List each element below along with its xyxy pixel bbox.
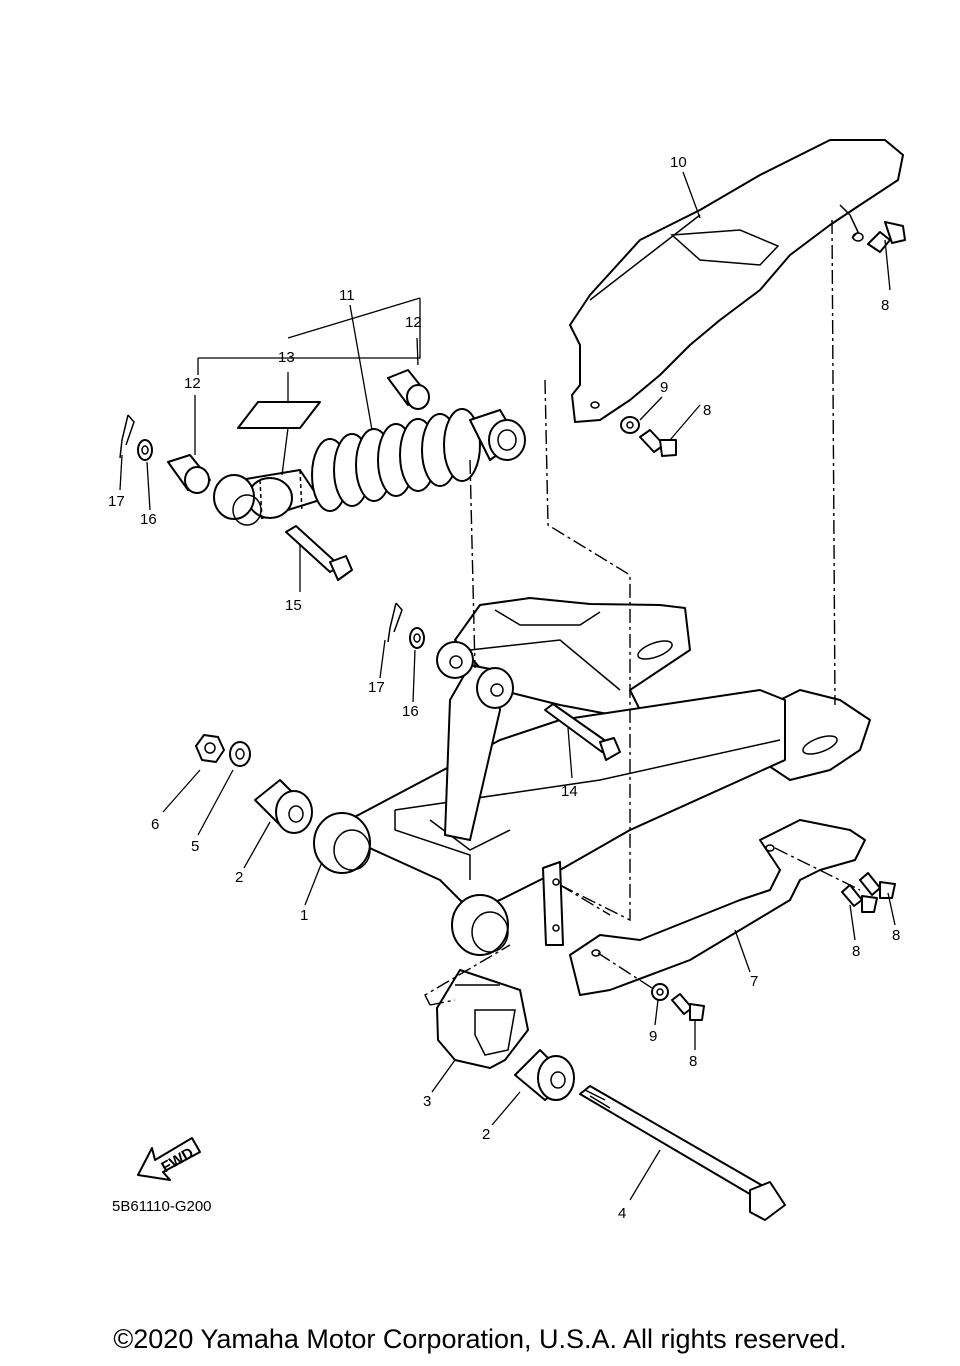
callout-leaders	[119, 171, 896, 1201]
copyright-notice: ©2020 Yamaha Motor Corporation, U.S.A. A…	[113, 1324, 847, 1354]
bolt-14-part	[544, 703, 621, 761]
callout-6: 6	[151, 816, 159, 833]
bolt-8-part	[639, 221, 906, 1021]
rubber-block-part	[436, 969, 529, 1069]
callout-10: 10	[670, 154, 687, 171]
callout-14: 14	[561, 783, 578, 800]
callout-3: 3	[423, 1093, 431, 1110]
callout-12: 12	[405, 314, 422, 331]
washer-5-hole	[235, 748, 245, 760]
washer-5-part	[229, 741, 251, 767]
callout-8: 8	[881, 297, 889, 314]
callout-11: 11	[339, 287, 355, 304]
callout-8: 8	[892, 927, 900, 944]
bolt-15-part	[285, 525, 353, 581]
callout-numbers: 10 8 9 8 11 12 13 12 17 16 15 17 16 14 6…	[108, 154, 900, 1222]
rear-shock-part	[239, 408, 526, 521]
nut-6-part	[195, 734, 225, 763]
callout-16: 16	[140, 511, 157, 528]
chain-cover-part	[569, 139, 904, 423]
callout-8: 8	[689, 1053, 697, 1070]
callout-16: 16	[402, 703, 419, 720]
shock-bushing-part	[213, 474, 262, 526]
pivot-shaft-part	[579, 1085, 786, 1221]
diagram-code: 5B61110-G200	[112, 1198, 212, 1215]
washer-part	[137, 439, 425, 649]
callout-17: 17	[368, 679, 385, 696]
callout-8: 8	[703, 402, 711, 419]
callout-13: 13	[278, 349, 295, 366]
label-sticker-part	[237, 401, 321, 429]
pivot-tube-part	[313, 812, 509, 956]
callout-4: 4	[618, 1205, 626, 1222]
callout-5: 5	[191, 838, 199, 855]
callout-12: 12	[184, 375, 201, 392]
callout-1: 1	[300, 907, 308, 924]
swingarm-part	[329, 597, 871, 946]
callout-17: 17	[108, 493, 125, 510]
fwd-arrow-icon: FWD	[137, 1137, 201, 1181]
callout-2: 2	[482, 1126, 490, 1143]
chain-guard-part	[569, 819, 866, 996]
alignment-lines	[424, 219, 861, 1006]
callout-9: 9	[660, 379, 668, 396]
callout-8: 8	[852, 943, 860, 960]
bushing-part	[254, 779, 575, 1101]
callout-2: 2	[235, 869, 243, 886]
callout-7: 7	[750, 973, 758, 990]
callout-15: 15	[285, 597, 302, 614]
cotter-pin-part	[119, 414, 403, 643]
washer-9-part	[620, 416, 669, 1001]
callout-9: 9	[649, 1028, 657, 1045]
collar-part	[167, 369, 430, 494]
